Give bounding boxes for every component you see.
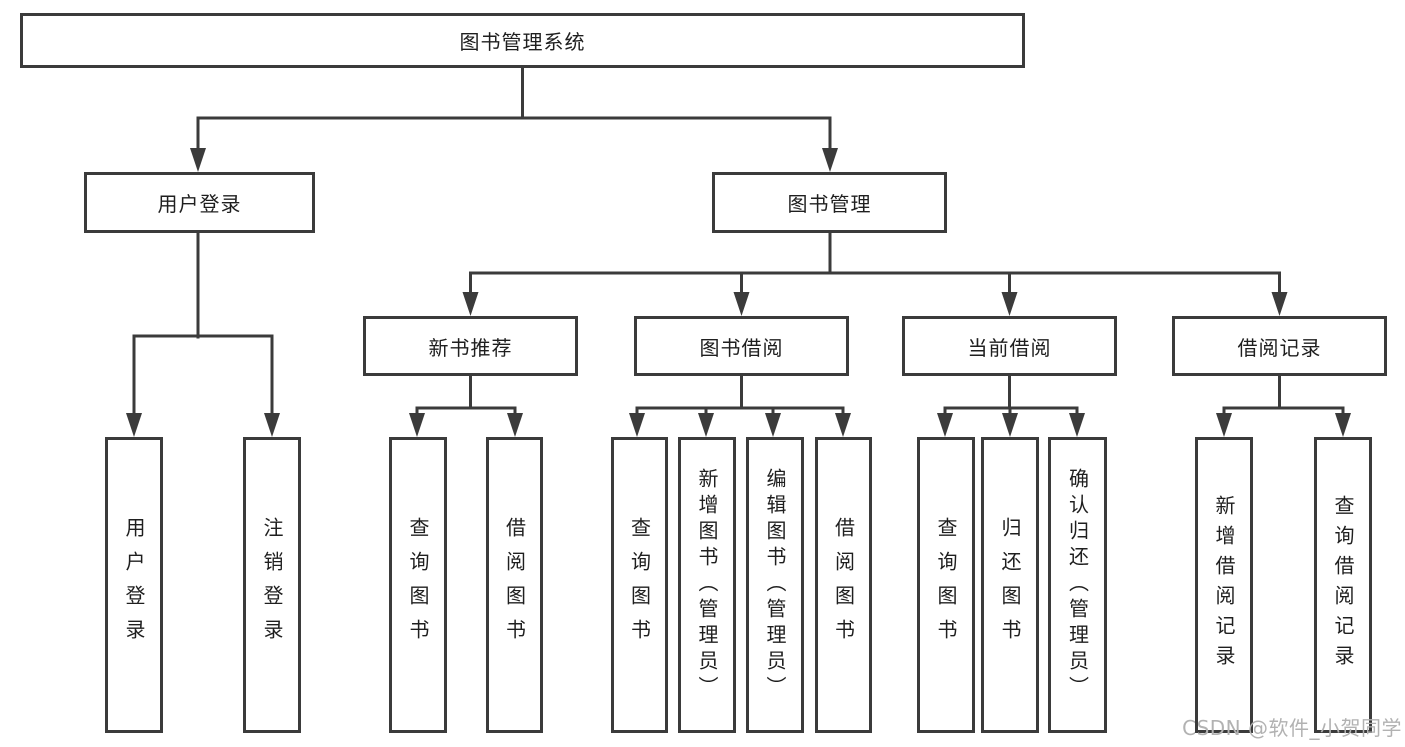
edge-group: [126, 66, 1351, 437]
node-label: 确认归还（管理员）: [1065, 468, 1090, 702]
node-label: 借阅图书: [831, 517, 856, 653]
arrowhead-icon: [1001, 292, 1018, 316]
arrowhead-icon: [190, 148, 206, 172]
node-label: 图书借阅: [699, 335, 784, 360]
leaf-logout: 注销登录: [243, 437, 301, 733]
node-label: 借阅图书: [502, 517, 527, 653]
node-label: 用户登录: [157, 192, 242, 216]
node-label: 新增图书（管理员）: [695, 468, 719, 702]
leaf-borrow-books: 借阅图书: [815, 437, 872, 733]
arrowhead-icon: [409, 413, 425, 437]
leaf-user-login: 用户登录: [105, 437, 163, 733]
node-label: 用户登录: [122, 517, 146, 653]
leaf-return-books: 归还图书: [981, 437, 1039, 733]
arrowhead-icon: [462, 292, 479, 316]
leaf-confirm-return-admin: 确认归还（管理员）: [1048, 437, 1107, 733]
node-label: 图书管理系统: [459, 30, 586, 54]
node-label: 借阅记录: [1237, 335, 1322, 360]
node-label: 新书推荐: [428, 335, 513, 360]
arrowhead-icon: [1002, 413, 1018, 437]
arrowhead-icon: [264, 413, 280, 437]
arrowhead-icon: [1216, 413, 1232, 437]
node-book-management: 图书管理: [712, 172, 947, 233]
arrowhead-icon: [698, 413, 714, 437]
leaf-query-books-recommend: 查询图书: [389, 437, 447, 733]
leaf-borrow-books-recommend: 借阅图书: [486, 437, 543, 733]
arrowhead-icon: [937, 413, 953, 437]
node-label: 查询图书: [406, 517, 430, 653]
arrowhead-icon: [765, 413, 781, 437]
leaf-edit-books-admin: 编辑图书（管理员）: [746, 437, 804, 733]
arrowhead-icon: [835, 413, 851, 437]
arrowhead-icon: [507, 413, 523, 437]
leaf-query-books-borrow: 查询图书: [611, 437, 668, 733]
leaf-query-borrow-record: 查询借阅记录: [1314, 437, 1372, 733]
watermark: CSDN @软件_小贺同学: [1182, 716, 1402, 740]
node-label: 图书管理: [787, 192, 872, 216]
arrowhead-icon: [733, 292, 750, 316]
node-library-management-system: 图书管理系统: [20, 13, 1025, 68]
arrowhead-icon: [629, 413, 645, 437]
arrowhead-icon: [1271, 292, 1288, 316]
node-new-book-recommendation: 新书推荐: [363, 316, 578, 376]
node-label: 查询图书: [934, 517, 958, 653]
leaf-query-books-current: 查询图书: [917, 437, 975, 733]
node-label: 查询借阅记录: [1331, 495, 1355, 675]
node-label: 注销登录: [260, 517, 284, 653]
node-label: 编辑图书（管理员）: [763, 468, 787, 702]
node-label: 新增借阅记录: [1212, 495, 1236, 675]
node-book-borrowing: 图书借阅: [634, 316, 849, 376]
arrowhead-icon: [1069, 413, 1085, 437]
arrowhead-icon: [126, 413, 142, 437]
node-label: 归还图书: [998, 517, 1022, 653]
arrowhead-icon: [822, 148, 838, 172]
leaf-add-borrow-record: 新增借阅记录: [1195, 437, 1253, 733]
node-borrowing-records: 借阅记录: [1172, 316, 1387, 376]
node-user-login: 用户登录: [84, 172, 315, 233]
node-label: 查询图书: [627, 517, 652, 653]
node-label: 当前借阅: [967, 335, 1052, 360]
arrowhead-icon: [1335, 413, 1351, 437]
node-current-borrowing: 当前借阅: [902, 316, 1117, 376]
leaf-add-books-admin: 新增图书（管理员）: [678, 437, 736, 733]
